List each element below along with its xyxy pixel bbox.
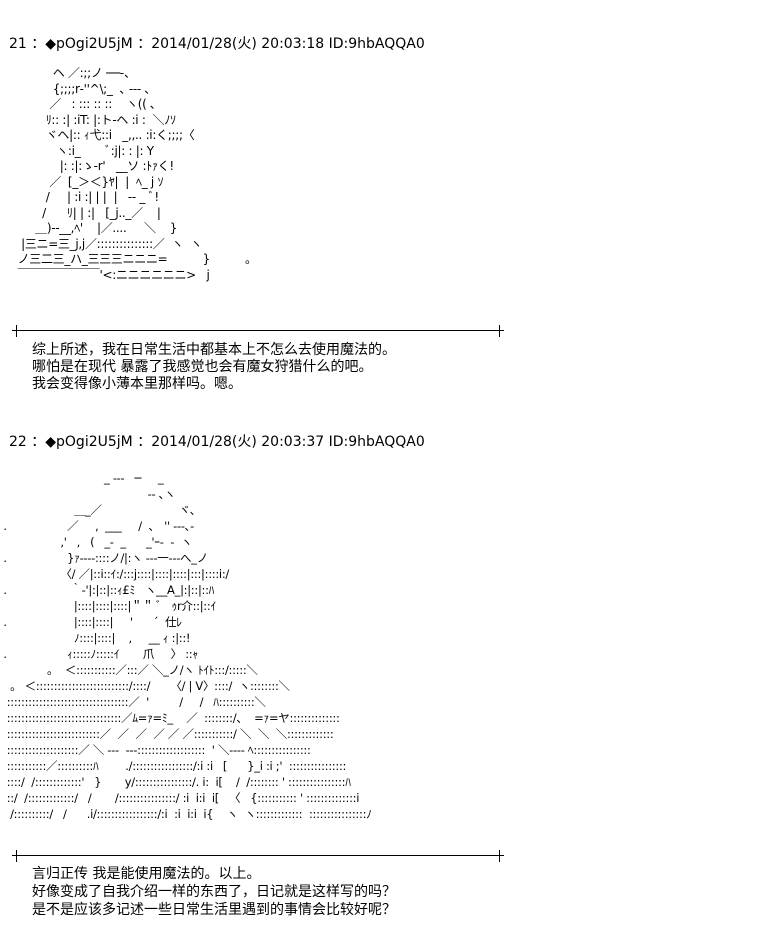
divider [12, 325, 504, 337]
post-header: 21 ：◆pOgi2U5jM ：2014/01/28(火) 20:03:18 I… [9, 36, 425, 52]
message-line: 综上所述，我在日常生活中都基本上不怎么去使用魔法的。 [32, 342, 396, 358]
post-header: 22 ：◆pOgi2U5jM ：2014/01/28(火) 20:03:37 I… [9, 434, 425, 450]
message-line: 言归正传 我是能使用魔法的。以上。 [32, 866, 261, 882]
ascii-art: _ -‐- ─ _ ‐‐ ､ヽ ＿_／ ヾ､ . ／ , ___ / ､ '' … [3, 471, 372, 821]
message-line: 好像变成了自我介绍一样的东西了，日记就是这样写的吗？ [32, 884, 396, 900]
message-line: 哪怕是在现代 暴露了我感觉也会有魔女狩猎什么的吧。 [32, 359, 373, 375]
divider [12, 850, 504, 862]
ascii-art: ヘ ／:;;ノ ──-、 {;;;;r‐''^\;_ ､ -‐- ､ ／ : :… [17, 66, 258, 282]
message-line: 是不是应该多记述一些日常生活里遇到的事情会比较好呢？ [32, 902, 396, 918]
message-line: 我会变得像小薄本里那样吗。嗯。 [32, 376, 242, 392]
